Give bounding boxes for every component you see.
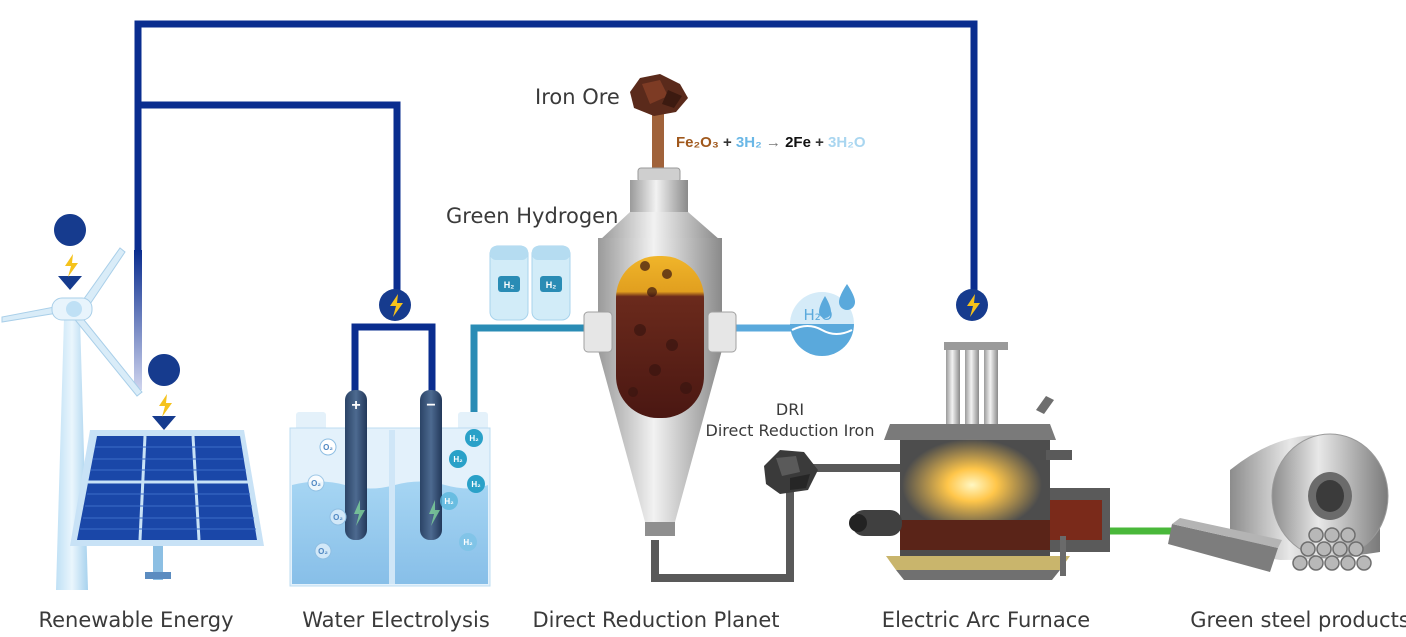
svg-text:O₂: O₂ bbox=[333, 513, 343, 522]
iron-ore-rock bbox=[630, 74, 688, 116]
anode-plus-sign: + bbox=[351, 397, 360, 414]
lightning-bolt-icon bbox=[390, 294, 403, 317]
lightning-bolt-icon bbox=[65, 254, 78, 277]
steel-beams bbox=[1168, 518, 1282, 572]
lightning-bolt-icon bbox=[429, 500, 440, 526]
svg-text:H₂: H₂ bbox=[453, 455, 463, 464]
hydrogen-tanks: H₂ H₂ bbox=[489, 245, 571, 321]
svg-text:H₂: H₂ bbox=[471, 480, 481, 489]
cathode bbox=[420, 390, 442, 540]
svg-text:H₂: H₂ bbox=[546, 280, 557, 290]
stage-electric-arc-furnace: Electric Arc Furnace bbox=[881, 608, 1091, 632]
reduction-shaft bbox=[583, 167, 737, 536]
hydrogen-tank-icon bbox=[540, 276, 562, 292]
svg-text:H₂: H₂ bbox=[463, 538, 473, 547]
svg-text:O₂: O₂ bbox=[311, 479, 321, 488]
power-lines bbox=[134, 20, 978, 398]
power-line-furnace bbox=[134, 20, 978, 370]
stage-green-steel-products: Green steel products bbox=[1190, 608, 1406, 632]
iron-ore-label: Iron Ore bbox=[535, 85, 620, 109]
cathode-minus-sign: − bbox=[426, 397, 435, 414]
lightning-bolt-icon bbox=[159, 394, 172, 417]
hydrogen-pipe bbox=[470, 324, 600, 418]
power-line-electrodes bbox=[351, 323, 436, 398]
lightning-bolt-icon bbox=[354, 500, 365, 526]
svg-text:H₂: H₂ bbox=[444, 497, 454, 506]
water-drop-icon: H₂O bbox=[790, 284, 855, 356]
reaction-equation: Fe₂O₃ + 3H₂ → 2Fe + 3H₂O bbox=[676, 134, 866, 151]
oxygen-bubbles: O₂ O₂ O₂ O₂ bbox=[307, 438, 347, 560]
equation-water: 3H₂O bbox=[828, 134, 866, 151]
h2o-label: H₂O bbox=[803, 306, 832, 324]
dri-label: DRI bbox=[775, 400, 805, 419]
bolt-badge-electrolysis bbox=[379, 289, 411, 321]
hydrogen-tank-icon bbox=[498, 276, 520, 292]
steel-pipes bbox=[1292, 527, 1372, 571]
anode bbox=[345, 390, 367, 540]
pipes bbox=[470, 106, 1175, 582]
svg-text:O₂: O₂ bbox=[318, 547, 328, 556]
bolt-badge-wind bbox=[54, 214, 87, 290]
lightning-bolt-icon bbox=[967, 294, 980, 317]
dri-pellets bbox=[764, 450, 818, 494]
equation-iron-oxide: Fe₂O₃ bbox=[676, 134, 719, 151]
dri-return-pipe bbox=[651, 480, 794, 582]
svg-text:H₂: H₂ bbox=[469, 434, 479, 443]
equation-plus-2: + bbox=[810, 134, 829, 151]
power-line-fade bbox=[134, 250, 142, 390]
dri-full-label: Direct Reduction Iron bbox=[705, 421, 875, 440]
bolt-badge-furnace bbox=[956, 289, 988, 321]
solar-panel bbox=[70, 430, 264, 580]
ore-pipe bbox=[652, 106, 664, 168]
stage-water-electrolysis: Water Electrolysis bbox=[302, 608, 490, 632]
equation-hydrogen: 3H₂ bbox=[735, 134, 762, 151]
electrolysis-tank: + − O₂ O₂ O₂ O₂ H₂ H₂ H₂ H₂ H₂ bbox=[289, 390, 491, 587]
power-line-electrolysis bbox=[138, 101, 401, 300]
svg-text:O₂: O₂ bbox=[323, 443, 333, 452]
equation-arrow: → bbox=[761, 134, 786, 151]
equation-plus-1: + bbox=[718, 134, 736, 151]
hydrogen-bubbles: H₂ H₂ H₂ H₂ H₂ bbox=[440, 429, 485, 551]
steel-coil bbox=[1230, 433, 1389, 560]
stage-direct-reduction: Direct Reduction Planet bbox=[532, 608, 780, 632]
bolt-badge-solar bbox=[148, 353, 181, 430]
stage-renewable-energy: Renewable Energy bbox=[38, 608, 234, 632]
svg-text:H₂: H₂ bbox=[504, 280, 515, 290]
electric-arc-furnace bbox=[849, 342, 1110, 580]
equation-iron: 2Fe bbox=[785, 134, 811, 151]
reduction-bed bbox=[616, 256, 704, 418]
green-hydrogen-label: Green Hydrogen bbox=[446, 204, 619, 228]
